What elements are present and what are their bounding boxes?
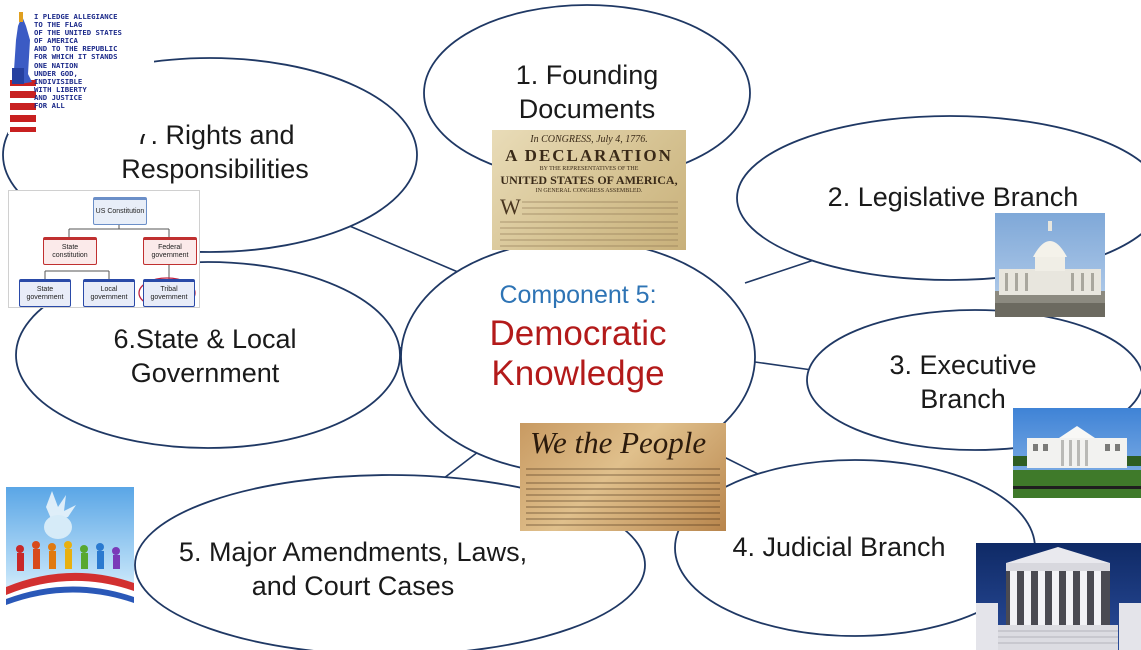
topic-7-line2: Responsibilities <box>121 154 309 184</box>
supreme-court-icon <box>976 547 1141 650</box>
pledge-line-2: TO THE FLAG <box>34 20 83 30</box>
topic-6-line2: Government <box>130 358 280 388</box>
declaration-line-5: IN GENERAL CONGRESS ASSEMBLED. <box>535 188 643 194</box>
topic-6-line1: 6.State & Local <box>113 324 297 354</box>
ellipse-major-amendments <box>134 474 646 650</box>
center-component-label: Component 5: Democratic Knowledge <box>478 282 678 394</box>
pledge-line-8: UNDER GOD, <box>34 68 78 78</box>
topic-1-line1: 1. Founding <box>515 60 659 90</box>
topic-judicial-branch: 4. Judicial Branch <box>704 530 974 564</box>
connector-3 <box>754 361 813 371</box>
topic-3-line2: Branch <box>920 384 1006 414</box>
component-number: Component 5: <box>499 281 657 309</box>
pledge-line-4: OF AMERICA <box>34 36 78 46</box>
org-chart-connectors <box>44 221 196 307</box>
topic-3-line1: 3. Executive <box>889 350 1037 380</box>
pledge-line-7: ONE NATION <box>34 60 78 70</box>
org-state-government: State government <box>19 279 71 307</box>
statue-of-liberty-flag-icon <box>10 12 36 132</box>
pledge-line-3: OF THE UNITED STATES <box>34 28 122 38</box>
topic-5-line2: and Court Cases <box>251 571 455 601</box>
capitol-icon <box>995 221 1105 317</box>
supreme-court-image <box>976 543 1141 650</box>
declaration-of-independence-image: In CONGRESS, July 4, 1776. A DECLARATION… <box>492 130 686 250</box>
pledge-line-12: FOR ALL <box>34 101 65 111</box>
topic-rights-responsibilities: 7. Rights and Responsibilities <box>95 118 335 186</box>
pledge-line-1: I PLEDGE ALLEGIANCE <box>34 12 118 21</box>
pledge-line-5: AND TO THE REPUBLIC <box>34 44 118 54</box>
declaration-script-lines: W <box>500 194 678 247</box>
white-house-image <box>1013 408 1141 498</box>
pledge-text: I PLEDGE ALLEGIANCE TO THE FLAG OF THE U… <box>34 12 122 111</box>
topic-legislative-branch: 2. Legislative Branch <box>803 180 1103 214</box>
liberty-marchers-icon <box>6 491 134 612</box>
topic-5-line1: 5. Major Amendments, Laws, <box>178 537 528 567</box>
we-the-people-constitution-image: We the People <box>520 423 726 531</box>
org-tribal-government: Tribal government <box>143 279 195 307</box>
constitution-script-lines <box>526 468 720 526</box>
pledge-line-6: FOR WHICH IT STANDS <box>34 52 118 62</box>
svg-text:W: W <box>500 194 521 219</box>
pledge-line-11: AND JUSTICE <box>34 92 83 102</box>
we-the-people-heading: We the People <box>530 425 707 460</box>
pledge-line-10: WITH LIBERTY <box>34 84 87 94</box>
ellipse-state-local-government <box>15 261 401 449</box>
topic-2-line1: 2. Legislative Branch <box>827 182 1079 212</box>
topic-executive-branch: 3. Executive Branch <box>868 348 1058 416</box>
declaration-line-4: UNITED STATES OF AMERICA, <box>500 173 678 187</box>
topic-7-line1: 7. Rights and <box>135 120 295 150</box>
white-house-icon <box>1013 426 1141 498</box>
government-org-chart-image: US Constitution State constitution Feder… <box>8 190 200 308</box>
topic-4-line1: 4. Judicial Branch <box>732 532 946 562</box>
capitol-building-image <box>995 213 1105 317</box>
declaration-line-3: BY THE REPRESENTATIVES OF THE <box>539 166 639 172</box>
org-us-constitution: US Constitution <box>93 197 147 225</box>
declaration-line-2: A DECLARATION <box>505 146 673 165</box>
org-federal-government: Federal government <box>143 237 197 265</box>
declaration-line-1: In CONGRESS, July 4, 1776. <box>530 134 648 145</box>
center-title-line1: Democratic <box>489 314 667 354</box>
org-local-government: Local government <box>83 279 135 307</box>
liberty-march-image <box>6 487 134 612</box>
center-title-line2: Knowledge <box>491 354 665 394</box>
pledge-of-allegiance-image: I PLEDGE ALLEGIANCE TO THE FLAG OF THE U… <box>8 10 154 134</box>
topic-state-local-government: 6.State & Local Government <box>90 322 320 390</box>
pledge-line-9: INDIVISIBLE <box>34 76 83 86</box>
topic-founding-documents: 1. Founding Documents <box>497 58 677 126</box>
org-state-constitution: State constitution <box>43 237 97 265</box>
connector-2 <box>744 257 821 284</box>
topic-1-line2: Documents <box>518 94 656 124</box>
topic-major-amendments: 5. Major Amendments, Laws, and Court Cas… <box>138 535 568 603</box>
